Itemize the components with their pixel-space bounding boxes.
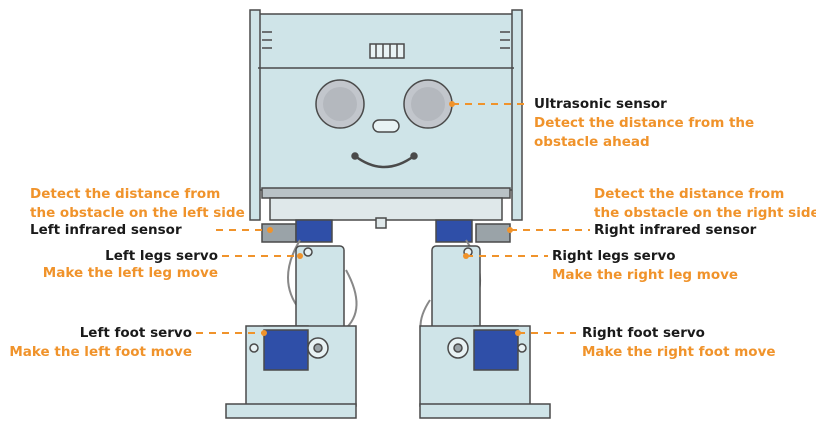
left-foot-servo-face (263, 329, 309, 371)
robot-nose (372, 119, 400, 133)
right-infrared-title: Right infrared sensor (594, 222, 757, 238)
left-legs-servo (295, 219, 333, 243)
left-foot-servo-desc: Make the left foot move (9, 344, 192, 360)
right-legs-servo-title: Right legs servo (552, 248, 676, 264)
robot-head (257, 13, 515, 191)
head-left-post (249, 9, 261, 221)
robot-mouth (354, 154, 415, 169)
left-foot-plate (225, 403, 357, 419)
right-infrared-sensor (475, 223, 511, 243)
right-foot-servo-face (473, 329, 519, 371)
right-foot-plate (419, 403, 551, 419)
right-foot-servo-title: Right foot servo (582, 325, 705, 341)
head-right-post (511, 9, 523, 221)
ultrasonic-sensor-title: Ultrasonic sensor (534, 96, 667, 112)
right-legs-servo (435, 219, 473, 243)
left-infrared-title: Left infrared sensor (30, 222, 182, 238)
left-infrared-desc-2: the obstacle on the left side (30, 205, 245, 221)
right-infrared-desc-2: the obstacle on the right side (594, 205, 816, 221)
left-legs-servo-desc: Make the left leg move (42, 265, 218, 281)
left-foot-servo-title: Left foot servo (79, 325, 192, 341)
ultrasonic-sensor-desc-2: obstacle ahead (534, 134, 650, 150)
left-infrared-sensor (261, 223, 297, 243)
left-infrared-desc-1: Detect the distance from (30, 186, 221, 202)
right-foot-servo-desc: Make the right foot move (582, 344, 776, 360)
circuit-board (261, 187, 511, 199)
ultrasonic-sensor-desc-1: Detect the distance from the (534, 115, 755, 131)
top-connector (369, 43, 405, 59)
left-legs-servo-title: Left legs servo (105, 248, 218, 264)
right-infrared-desc-1: Detect the distance from (594, 186, 785, 202)
right-legs-servo-desc: Make the right leg move (552, 267, 739, 283)
